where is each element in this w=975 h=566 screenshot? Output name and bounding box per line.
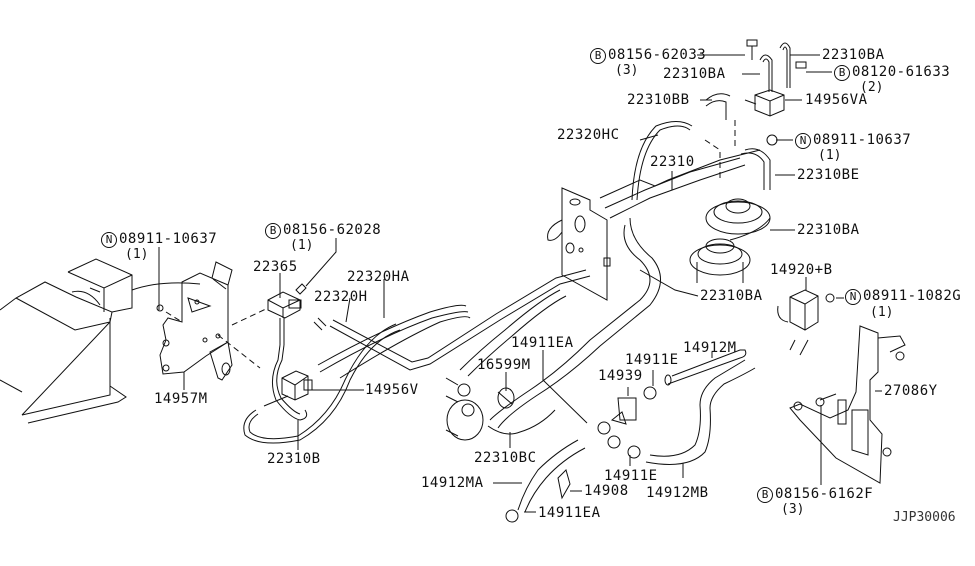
part-number: 08911-10637 (119, 231, 218, 247)
nut-n-badge: N (795, 133, 811, 149)
callout-14911e-top: 14911E (625, 352, 679, 368)
callout-22320ha: 22320HA (347, 269, 410, 285)
bracket-14957m-drawing (156, 261, 233, 381)
callout-14911ea-low: 14911EA (538, 505, 601, 521)
callout-22310b: 22310B (267, 451, 321, 467)
callout-27086y: 27086Y (884, 383, 938, 399)
quantity: (1) (818, 148, 842, 163)
part-number: 08156-62028 (283, 222, 382, 238)
intake-housing-drawing (0, 258, 201, 424)
callout-14912mb: 14912MB (646, 485, 709, 501)
valve-14920b-drawing (777, 289, 835, 356)
nut (766, 134, 778, 146)
leader-lines (158, 54, 882, 513)
bolt-head (795, 61, 807, 69)
callout-22310ba-disc: 22310BA (797, 222, 860, 238)
callout-14956v: 14956V (365, 382, 419, 398)
part-number: 08911-10637 (813, 132, 912, 148)
quantity: (1) (290, 238, 314, 253)
callout-14912ma: 14912MA (421, 475, 484, 491)
callout-22320h: 22320H (314, 289, 368, 305)
fitting (313, 317, 327, 331)
callout-22310ba-mid: 22310BA (663, 66, 726, 82)
nut-n-badge: N (101, 232, 117, 248)
part-number: 08911-1082G (863, 288, 962, 304)
small-fittings-drawing (445, 377, 657, 523)
valve-discs-drawing (689, 198, 771, 283)
callout-22310: 22310 (650, 154, 695, 170)
nut-n-badge: N (845, 289, 861, 305)
callout-22310be: 22310BE (797, 167, 860, 183)
quantity: (1) (870, 305, 894, 320)
part-number: 08156-62033 (608, 47, 707, 63)
bolt-b-badge: B (834, 65, 850, 81)
bolt-b-badge: B (265, 223, 281, 239)
callout-22310bc: 22310BC (474, 450, 537, 466)
quantity: (1) (125, 247, 149, 262)
part-number: 08156-6162F (775, 486, 874, 502)
quantity: (3) (781, 502, 805, 517)
solenoid-14956v-drawing (263, 370, 313, 407)
leader-dashed (231, 307, 269, 326)
callout-14957m: 14957M (154, 391, 208, 407)
sensor-22365-drawing (267, 283, 307, 345)
callout-14939: 14939 (598, 368, 643, 384)
part-number: 08120-61633 (852, 64, 951, 80)
callout-22365: 22365 (253, 259, 298, 275)
quantity: (2) (860, 80, 884, 95)
callout-14956va: 14956VA (805, 92, 868, 108)
bolt-b-badge: B (757, 487, 773, 503)
callout-14911ea-top: 14911EA (511, 335, 574, 351)
bracket-27086y-drawing (789, 325, 906, 484)
quantity: (3) (615, 63, 639, 78)
callout-22310bb: 22310BB (627, 92, 690, 108)
callout-14920b: 14920+B (770, 262, 833, 278)
callout-22310ba-low: 22310BA (700, 288, 763, 304)
bolt-b-badge: B (590, 48, 606, 64)
leader-dashed (165, 311, 183, 323)
callout-14911e-low: 14911E (604, 468, 658, 484)
callout-16599m: 16599M (477, 357, 531, 373)
callout-14908: 14908 (584, 483, 629, 499)
callout-22310ba-top: 22310BA (822, 47, 885, 63)
diagram-code: JJP30006 (893, 510, 956, 525)
bolt-head (746, 39, 758, 47)
solenoid-14956va-drawing (744, 42, 791, 117)
leader-dashed (217, 334, 261, 369)
callout-22320hc: 22320HC (557, 127, 620, 143)
callout-14912m: 14912M (683, 340, 737, 356)
